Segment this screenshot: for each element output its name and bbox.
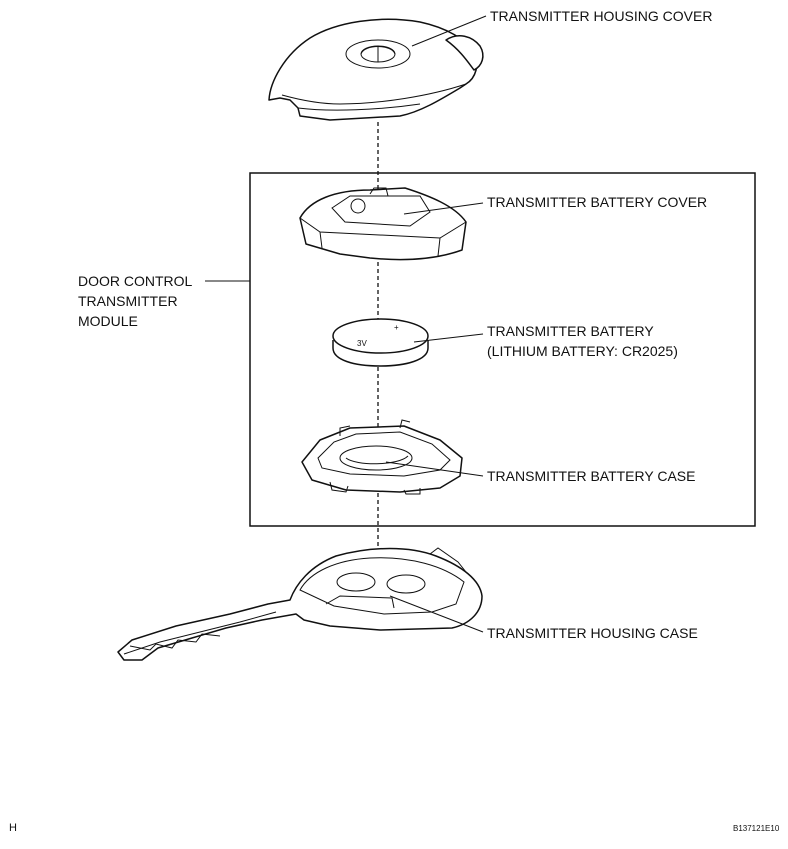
leader-housing-case — [389, 595, 484, 633]
transmitter-housing-case — [117, 547, 483, 661]
leader-battery-cover — [403, 202, 484, 215]
label-battery-cover: TRANSMITTER BATTERY COVER — [487, 194, 707, 210]
label-housing-case: TRANSMITTER HOUSING CASE — [487, 625, 698, 641]
footer-section-code: H — [9, 822, 17, 834]
label-module-line3: MODULE — [78, 313, 138, 329]
label-battery-case: TRANSMITTER BATTERY CASE — [487, 468, 695, 484]
transmitter-housing-cover — [268, 18, 484, 121]
leader-battery — [413, 333, 484, 343]
label-battery-line1: TRANSMITTER BATTERY — [487, 323, 654, 339]
transmitter-battery-case — [301, 419, 463, 495]
footer-figure-code: B137121E10 — [733, 824, 780, 833]
label-module-line1: DOOR CONTROL — [78, 273, 193, 289]
label-housing-cover: TRANSMITTER HOUSING COVER — [490, 8, 712, 24]
transmitter-battery-cover — [299, 187, 467, 261]
svg-text:3V: 3V — [357, 339, 367, 348]
leader-housing-cover — [411, 15, 487, 47]
leader-battery-case — [385, 461, 484, 477]
module-boundary-box — [249, 172, 756, 527]
transmitter-battery: 3V + — [332, 318, 429, 367]
label-battery-line2: (LITHIUM BATTERY: CR2025) — [487, 343, 678, 359]
svg-text:+: + — [394, 323, 399, 332]
label-module-line2: TRANSMITTER — [78, 293, 178, 309]
